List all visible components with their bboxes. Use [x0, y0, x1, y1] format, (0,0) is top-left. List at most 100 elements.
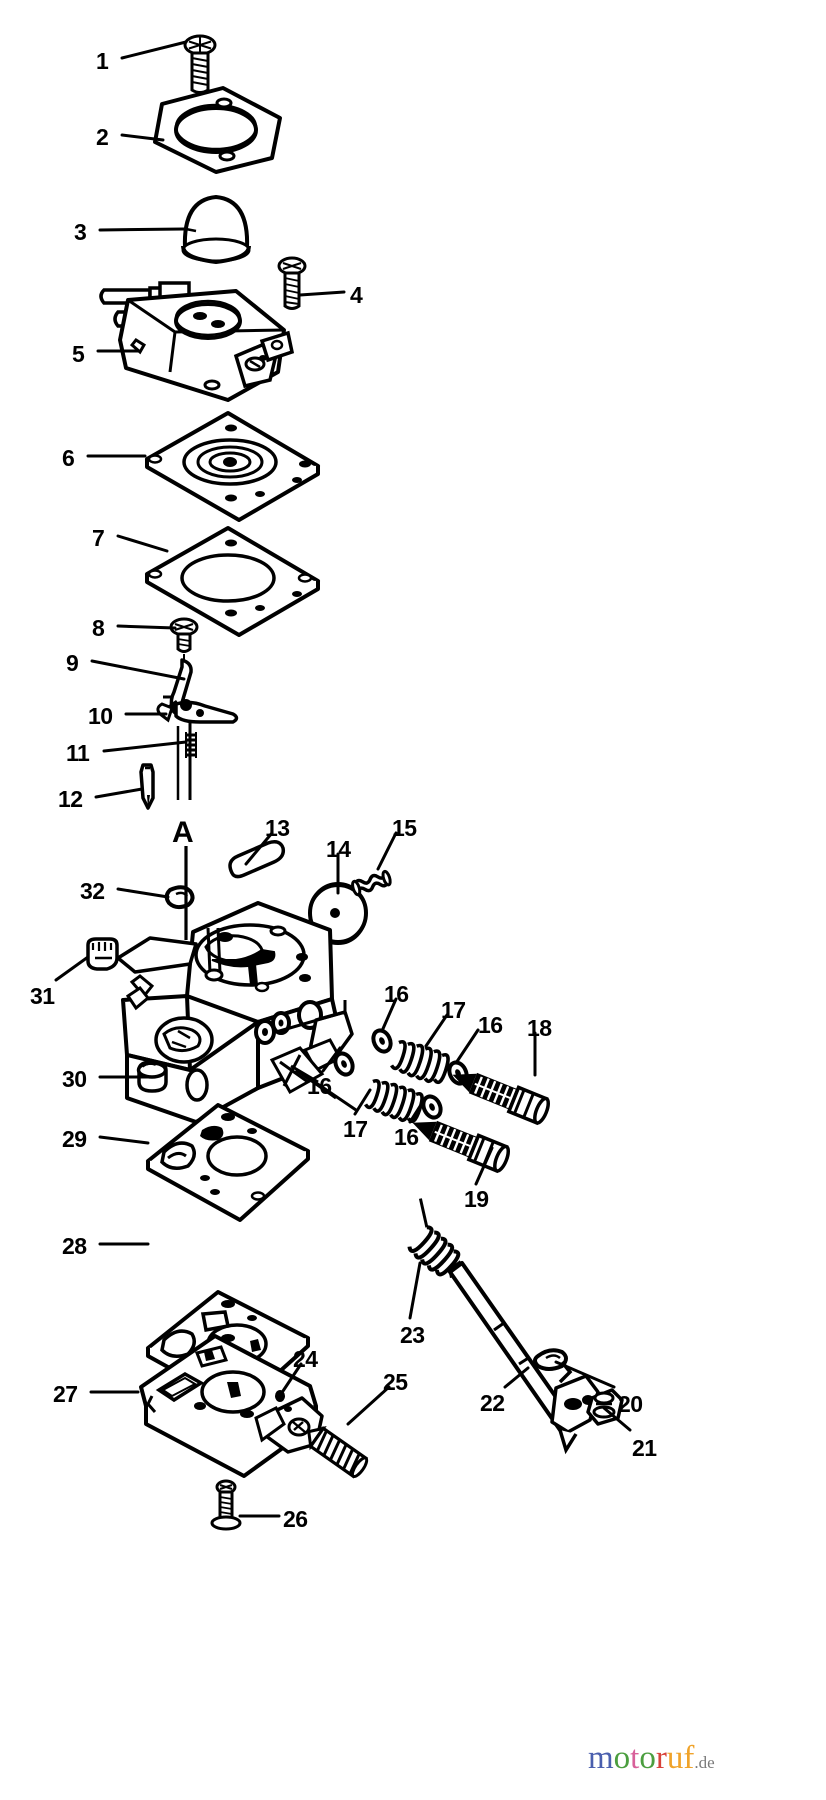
callout-number-10: 10	[88, 703, 113, 729]
callout-number-5: 5	[72, 341, 85, 367]
watermark-letter-0: m	[588, 1740, 614, 1776]
part-22-throttle-rod	[447, 1260, 600, 1455]
callout-number-26: 26	[283, 1506, 308, 1532]
part-17-spring-b	[364, 1079, 424, 1124]
watermark-letter-6: f	[683, 1740, 695, 1776]
part-17-spring-a	[390, 1040, 450, 1085]
part-18-mixture-needle	[452, 1072, 550, 1126]
part-10-fulcrum-lever	[156, 695, 239, 724]
leader-line-21	[602, 1406, 632, 1432]
leader-line-1	[120, 40, 188, 60]
part-25-spring-pin	[307, 1426, 369, 1479]
leader-line-17b	[353, 1088, 372, 1116]
callout-number-3: 3	[74, 219, 87, 245]
part-6-metering-diaphragm	[145, 411, 320, 522]
part-15-spring	[351, 869, 392, 897]
part-19-mixture-needle	[412, 1120, 510, 1174]
part-3-primer-bulb	[181, 194, 251, 265]
leader-line-4	[298, 290, 346, 297]
part-31-plug	[86, 937, 119, 971]
callout-number-21: 21	[632, 1435, 657, 1461]
leader-line-25	[346, 1385, 391, 1426]
leader-line-15	[376, 831, 398, 871]
callout-number-9: 9	[66, 650, 79, 676]
leader-line-8	[116, 624, 177, 630]
callout-number-28: 28	[62, 1233, 87, 1259]
leader-line-20	[554, 1360, 616, 1389]
callout-number-15: 15	[392, 815, 417, 841]
callout-number-14: 14	[326, 836, 351, 862]
leader-line-16a	[380, 997, 398, 1033]
leader-line-2	[120, 133, 165, 142]
part-12-inlet-needle	[139, 763, 155, 810]
part-23-return-spring	[407, 1198, 461, 1278]
leader-line-7	[116, 534, 169, 553]
motoruf-watermark: motoruf.de	[588, 1742, 715, 1775]
leader-line-12	[94, 787, 144, 799]
part-7-gasket	[145, 526, 320, 637]
callout-number-12: 12	[58, 786, 83, 812]
part-32-retainer-clip	[164, 885, 195, 910]
section-marker-a: A	[172, 816, 194, 849]
callout-number-25: 25	[383, 1369, 408, 1395]
part-27-lower-cover	[139, 1334, 324, 1478]
callout-number-16a: 16	[384, 981, 409, 1007]
part-5-pump-body	[99, 281, 295, 402]
callout-number-13: 13	[265, 815, 290, 841]
watermark-letter-3: o	[639, 1740, 656, 1776]
carburetor-main-body	[116, 901, 357, 1124]
leader-line-32	[116, 887, 170, 899]
leader-line-24	[281, 1362, 303, 1393]
callout-number-6: 6	[62, 445, 75, 471]
watermark-letter-5: u	[666, 1740, 684, 1776]
callout-number-7: 7	[92, 525, 105, 551]
watermark-letter-1: o	[613, 1740, 631, 1776]
callout-number-22: 22	[480, 1390, 505, 1416]
callout-number-32: 32	[80, 878, 105, 904]
leader-line-13	[244, 831, 274, 866]
part-4-screw	[277, 256, 307, 310]
leader-line-22	[503, 1366, 530, 1389]
leader-line-29	[98, 1135, 150, 1145]
callout-number-30: 30	[62, 1066, 87, 1092]
callout-leader-lines	[54, 40, 632, 1518]
part-26-screw	[210, 1479, 242, 1531]
leader-line-23	[408, 1261, 422, 1320]
callout-number-20: 20	[618, 1391, 643, 1417]
leader-line-17a	[424, 1013, 449, 1048]
callout-number-31: 31	[30, 983, 55, 1009]
leader-line-3	[98, 227, 186, 232]
callout-number-18: 18	[527, 1015, 552, 1041]
callout-number-16d: 16	[394, 1124, 419, 1150]
leader-line-16d	[408, 1098, 426, 1124]
watermark-tld: .de	[694, 1753, 715, 1772]
watermark-letter-2: t	[630, 1740, 640, 1776]
callout-number-17b: 17	[343, 1116, 368, 1142]
part-29-gasket	[146, 1103, 310, 1222]
part-1-screw	[183, 34, 217, 94]
leader-line-19	[474, 1146, 494, 1186]
part-2-cover-plate	[153, 86, 282, 174]
watermark-letter-4: r	[655, 1740, 667, 1776]
part-13-lever-arm	[228, 840, 286, 879]
callout-number-19: 19	[464, 1186, 489, 1212]
callout-number-23: 23	[400, 1322, 425, 1348]
callout-number-16c: 16	[307, 1073, 332, 1099]
part-8-screw	[169, 617, 199, 663]
leader-line-31	[54, 955, 90, 982]
leader-line-16b	[454, 1028, 480, 1065]
leader-line-11	[102, 740, 188, 753]
callout-number-4: 4	[350, 282, 363, 308]
part-24-pin	[275, 1390, 285, 1402]
callout-number-1: 1	[96, 48, 109, 74]
callout-number-27: 27	[53, 1381, 78, 1407]
callout-number-2: 2	[96, 124, 109, 150]
leader-line-9	[90, 659, 186, 681]
callout-number-11: 11	[66, 740, 90, 766]
callout-number-16b: 16	[478, 1012, 503, 1038]
leader-line-16c	[321, 1046, 342, 1073]
callout-number-8: 8	[92, 615, 105, 641]
callout-number-17a: 17	[441, 997, 466, 1023]
